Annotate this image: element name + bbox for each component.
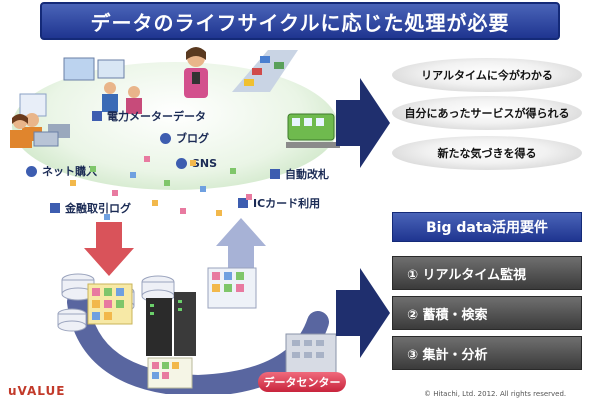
source-net-purchase: ネット購入 — [26, 163, 97, 179]
output-up-arrow — [216, 218, 266, 272]
square-bullet-icon — [270, 169, 280, 179]
requirement-item: ③ 集計・分析 — [392, 336, 582, 370]
page-title: データのライフサイクルに応じた処理が必要 — [40, 2, 560, 40]
train-station-illustration — [286, 113, 340, 148]
data-center-label: データセンター — [258, 372, 346, 392]
source-smart-meter: 電力メーターデータ — [92, 108, 206, 124]
data-center-cycle-illustration — [57, 267, 337, 394]
ingest-down-arrow — [84, 222, 134, 276]
circle-bullet-icon — [176, 158, 187, 169]
square-bullet-icon — [238, 198, 248, 208]
benefit-cloud: 新たな気づきを得る — [392, 136, 582, 170]
square-bullet-icon — [92, 111, 102, 121]
phone-user-illustration — [184, 47, 208, 98]
copyright-text: © Hitachi, Ltd. 2012. All rights reserve… — [424, 390, 567, 398]
data-particles — [70, 156, 252, 220]
source-auto-gate: 自動改札 — [270, 166, 329, 182]
benefit-cloud: リアルタイムに今がわかる — [392, 58, 582, 92]
circle-bullet-icon — [160, 132, 171, 144]
laptop-user-illustration — [10, 114, 59, 148]
cars-road-illustration — [232, 50, 298, 92]
circle-bullet-icon — [26, 165, 37, 177]
source-ic-card: ICカード利用 — [238, 195, 320, 211]
square-bullet-icon — [50, 203, 60, 213]
benefits-arrow — [336, 78, 390, 168]
source-blog: ブログ — [160, 130, 209, 146]
requirements-header: Big data活用要件 — [392, 212, 582, 242]
source-sns: SNS — [176, 157, 217, 170]
requirement-item: ① リアルタイム監視 — [392, 256, 582, 290]
requirements-arrow — [336, 268, 390, 358]
uvalue-logo: uVALUE — [8, 384, 66, 398]
benefit-cloud: 自分にあったサービスが得られる — [392, 96, 582, 130]
source-financial-log: 金融取引ログ — [50, 200, 131, 216]
requirement-item: ② 蓄積・検索 — [392, 296, 582, 330]
